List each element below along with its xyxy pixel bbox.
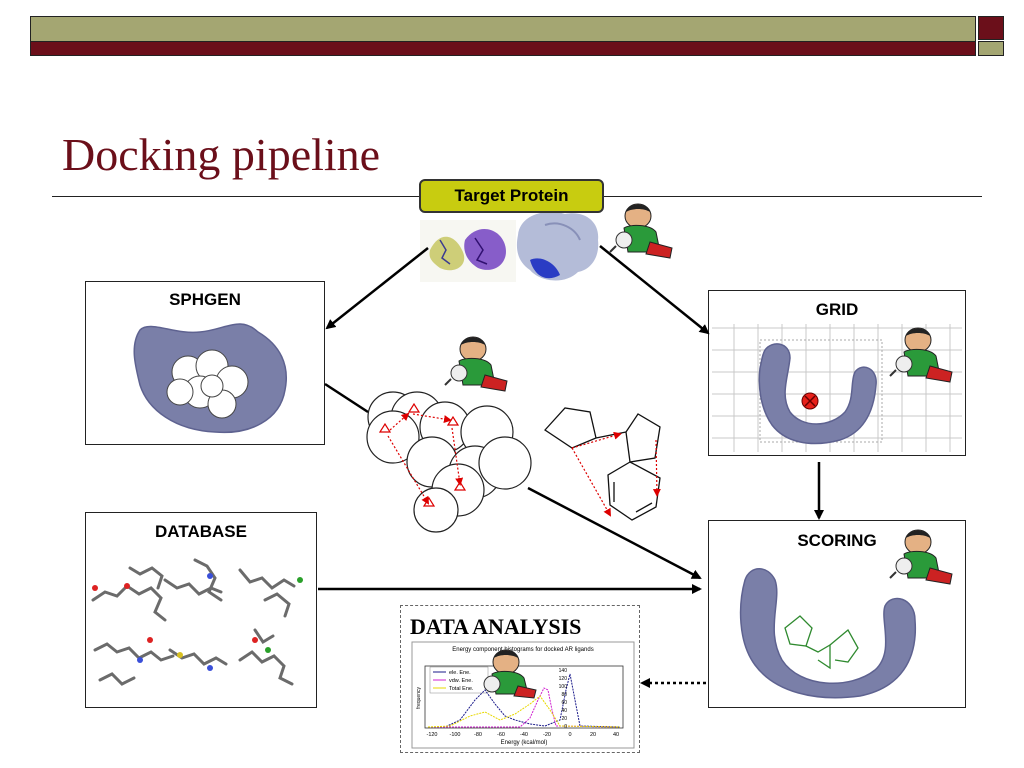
connector-sphgen-to-spheres (324, 382, 369, 414)
svg-text:140: 140 (559, 668, 568, 674)
analysis-xlabel: Energy (kcal/mol) (501, 740, 548, 746)
svg-text:-100: -100 (449, 732, 460, 738)
svg-text:40: 40 (613, 732, 619, 738)
svg-text:20: 20 (590, 732, 596, 738)
svg-text:0: 0 (568, 732, 571, 738)
svg-text:-60: -60 (497, 732, 505, 738)
corner-square-top (978, 16, 1004, 40)
analysis-legend: ele. Ene. vdw. Ene. Total Ene. (429, 666, 489, 694)
ligand-fragment-sketch (544, 407, 661, 521)
svg-text:80: 80 (561, 692, 567, 698)
svg-text:20: 20 (561, 716, 567, 722)
database-atom-highlights (92, 573, 303, 671)
corner-square-bottom (978, 41, 1004, 56)
database-label: DATABASE (155, 522, 247, 541)
grid-target-marker (801, 392, 819, 410)
legend-vdw: vdw. Ene. (449, 678, 473, 684)
researcher-icon (483, 649, 537, 699)
svg-text:0: 0 (564, 724, 567, 730)
svg-text:40: 40 (561, 708, 567, 714)
svg-text:-40: -40 (520, 732, 528, 738)
data-analysis-title: DATA ANALYSIS (410, 614, 582, 639)
slide-title: Docking pipeline (62, 129, 381, 180)
svg-text:60: 60 (561, 700, 567, 706)
arrow-target-to-grid (599, 245, 710, 335)
svg-text:-120: -120 (426, 732, 437, 738)
legend-total: Total Ene. (449, 686, 474, 692)
grid-receptor-shape (758, 343, 877, 445)
protein-surface-image (516, 211, 599, 281)
series-ele (428, 673, 621, 728)
database-panel: DATABASE (85, 512, 317, 708)
series-total (427, 695, 621, 728)
header-bar-bottom (30, 41, 976, 56)
arrow-matching-to-scoring (527, 486, 702, 580)
svg-text:-20: -20 (543, 732, 551, 738)
scoring-label: SCORING (797, 531, 877, 550)
researcher-icon (444, 336, 508, 392)
legend-ele: ele. Ene. (449, 670, 471, 676)
scoring-docked-ligand (784, 615, 859, 670)
protein-ribbon-image (420, 220, 516, 282)
svg-text:-80: -80 (474, 732, 482, 738)
analysis-xticks: -120 -100 -80 -60 -40 -20 0 20 40 (426, 732, 619, 738)
sphere-cluster (366, 391, 532, 533)
grid-label: GRID (815, 300, 859, 319)
series-vdw (428, 687, 621, 728)
sphgen-receptor-shape (133, 323, 287, 434)
researcher-icon (889, 327, 953, 383)
researcher-icon (889, 529, 953, 585)
analysis-ylabel: frequency (416, 687, 422, 709)
ligand-match-arrows (571, 431, 661, 517)
sphgen-label: SPHGEN (169, 290, 241, 309)
svg-text:100: 100 (559, 684, 568, 690)
target-protein-box: Target Protein (419, 179, 604, 213)
svg-text:120: 120 (559, 676, 568, 682)
analysis-chart: Energy component histograms for docked A… (411, 641, 635, 749)
analysis-chart-title: Energy component histograms for docked A… (452, 647, 593, 653)
scoring-receptor-shape (739, 568, 917, 699)
database-molecules (91, 558, 296, 686)
researcher-icon (609, 203, 673, 259)
analysis-yticks: 140 120 100 80 60 40 20 0 (559, 668, 568, 730)
arrow-target-to-sphgen (325, 247, 429, 330)
sphere-match-arrows (378, 402, 467, 507)
